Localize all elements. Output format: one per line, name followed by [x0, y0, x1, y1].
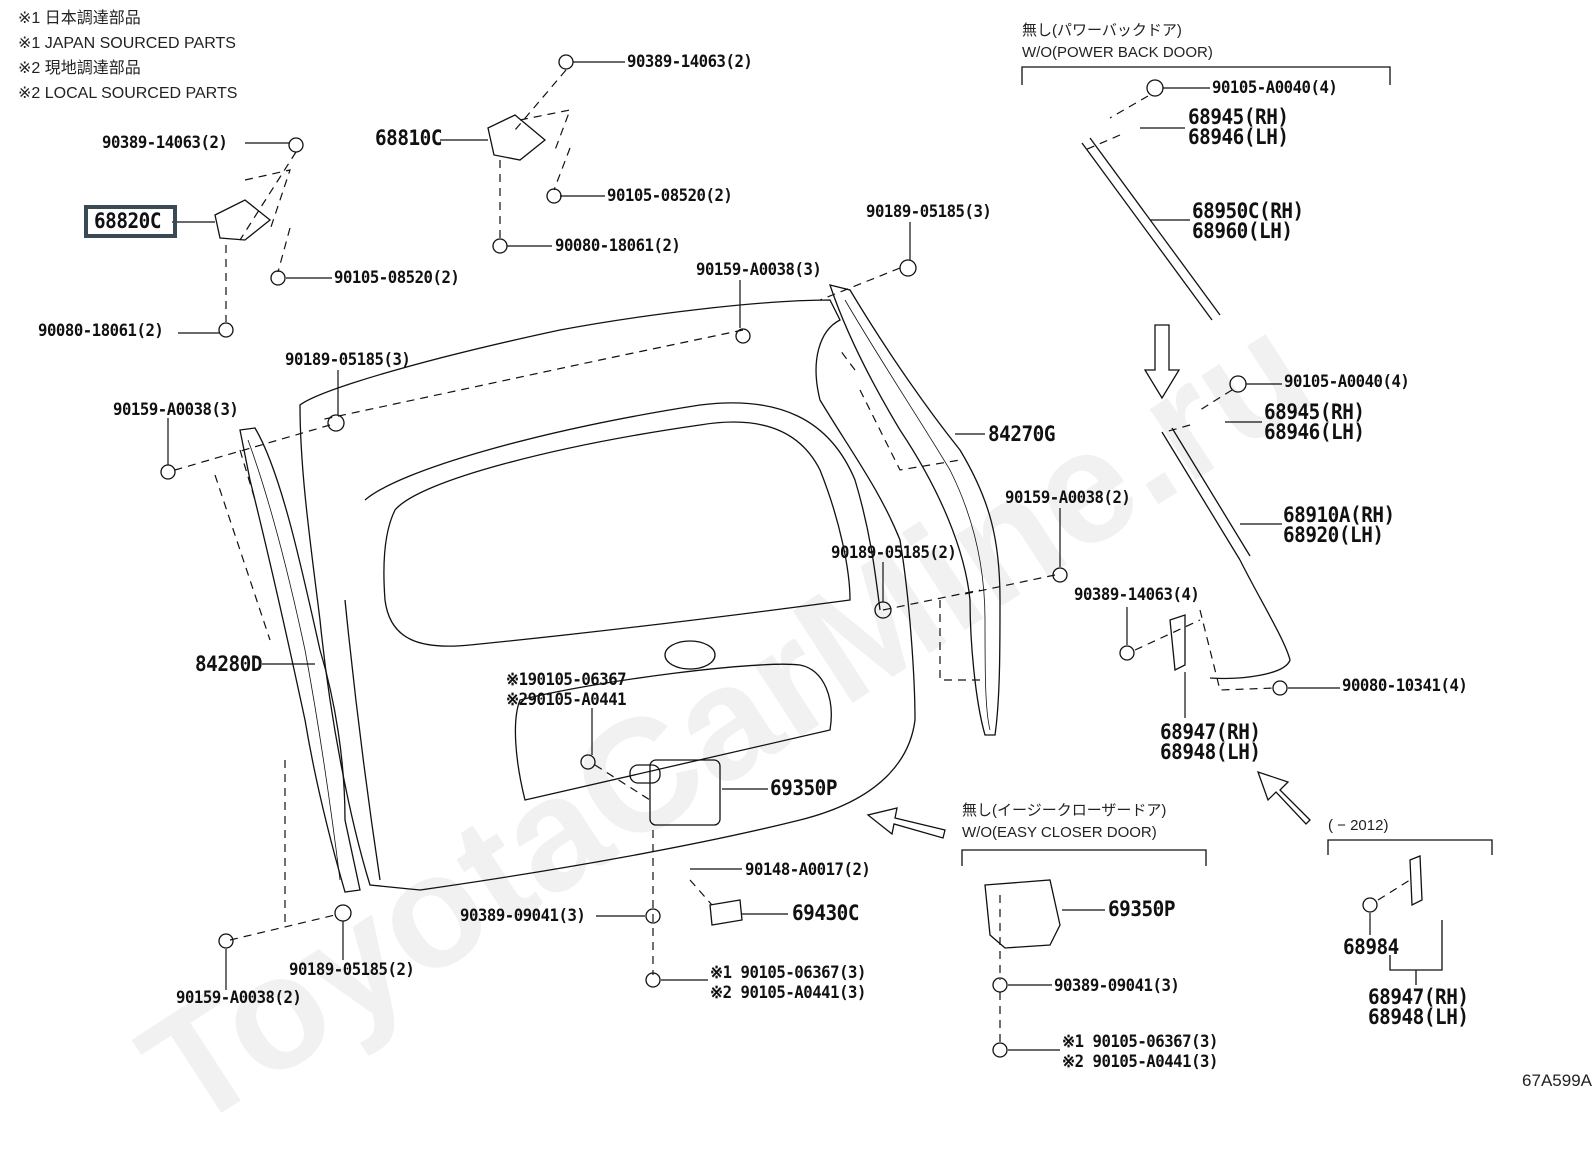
part-label[interactable]: 68946(LH) [1188, 125, 1289, 149]
part-label[interactable]: 90105-A0040(4) [1212, 78, 1338, 98]
part-label[interactable]: 90159-A0038(3) [696, 260, 822, 280]
notes-block: ※1 日本調達部品 ※1 JAPAN SOURCED PARTS ※2 現地調達… [18, 6, 237, 106]
note-line: ※1 JAPAN SOURCED PARTS [18, 35, 236, 52]
part-label[interactable]: 68948(LH) [1160, 740, 1261, 764]
part-label[interactable]: 90189-05185(3) [866, 202, 992, 222]
part-label[interactable]: 90159-A0038(3) [113, 400, 239, 420]
part-label[interactable]: 90389-14063(2) [627, 52, 753, 72]
bracket-power-back-door [1021, 66, 1391, 85]
condition-jp: 無し(イージークローザードア) [962, 802, 1167, 819]
part-label[interactable]: 90080-18061(2) [38, 321, 164, 341]
arrow-upleft [1256, 770, 1311, 825]
left-side-trim [239, 427, 361, 893]
part-label[interactable]: 90189-05185(2) [289, 960, 415, 980]
part-label[interactable]: 68950C(RH) [1192, 199, 1304, 223]
part-label[interactable]: 69350P [770, 776, 838, 800]
part-label[interactable]: ※190105-06367 [506, 670, 627, 690]
part-label[interactable]: 90189-05185(3) [285, 350, 411, 370]
part-label[interactable]: 90389-14063(2) [102, 133, 228, 153]
part-label[interactable]: ※1 90105-06367(3) [710, 963, 866, 983]
back-door-outline [299, 299, 916, 891]
part-label[interactable]: 90389-09041(3) [1054, 976, 1180, 996]
part-label[interactable]: 68910A(RH) [1283, 503, 1395, 527]
badge-recess [664, 640, 716, 670]
part-label[interactable]: 68945(RH) [1264, 400, 1365, 424]
part-label[interactable]: 68947(RH) [1368, 985, 1469, 1009]
part-label[interactable]: 68920(LH) [1283, 523, 1384, 547]
hinge-68810c [487, 114, 547, 161]
glass-frame [364, 402, 881, 611]
part-label-group: 68950C(RH) 68960(LH) [1192, 199, 1304, 243]
part-label[interactable]: 68984 [1343, 935, 1399, 959]
part-label[interactable]: 90159-A0038(2) [1005, 488, 1131, 508]
part-label-group: 68947(RH) 68948(LH) [1368, 985, 1469, 1029]
part-label-group: 68947(RH) 68948(LH) [1160, 720, 1261, 764]
back-door-inner-edge [344, 599, 381, 881]
part-label[interactable]: ※2 90105-A0441(3) [710, 983, 866, 1003]
part-label[interactable]: 90080-18061(2) [555, 236, 681, 256]
part-label-highlighted[interactable]: 68820C [94, 209, 162, 233]
part-label[interactable]: ※1 90105-06367(3) [1062, 1032, 1218, 1052]
part-label[interactable]: 68810C [375, 126, 443, 150]
diagram-drawing [160, 54, 1493, 1058]
part-label[interactable]: 68960(LH) [1192, 219, 1293, 243]
note-line: ※2 現地調達部品 [18, 60, 141, 77]
part-label[interactable]: 90105-08520(2) [334, 268, 460, 288]
note-line: ※1 日本調達部品 [18, 10, 141, 27]
part-label[interactable]: 69350P [1108, 897, 1176, 921]
parts-diagram: ToyotaCarMine.ru [18, 6, 1592, 1162]
condition-en: W/O(EASY CLOSER DOOR) [962, 824, 1157, 841]
part-label-group: ※1 90105-06367(3) ※2 90105-A0441(3) [1062, 1032, 1218, 1072]
right-side-trim [829, 284, 1001, 736]
part-label[interactable]: 90159-A0038(2) [176, 988, 302, 1008]
license-recess [514, 663, 832, 801]
part-label[interactable]: 90389-14063(4) [1074, 585, 1200, 605]
gas-strut-lower [1161, 427, 1251, 561]
part-label[interactable]: 90148-A0017(2) [745, 860, 871, 880]
condition-power-back-door: 無し(パワーバックドア) W/O(POWER BACK DOOR) [1022, 20, 1213, 64]
gas-strut-upper [1081, 137, 1221, 321]
condition-easy-closer-door: 無し(イージークローザードア) W/O(EASY CLOSER DOOR) [962, 800, 1166, 844]
highlighted-part-box[interactable]: 68820C [84, 205, 177, 238]
hinge-68820c [214, 199, 272, 241]
part-label-group: ※1 90105-06367(3) ※2 90105-A0441(3) [710, 963, 866, 1003]
arrow-left-lock [866, 807, 946, 839]
part-label[interactable]: 90189-05185(2) [831, 543, 957, 563]
part-label-group: ※190105-06367 ※290105-A0441 [506, 670, 627, 710]
bracket-68947 [1169, 614, 1186, 672]
part-label[interactable]: 84280D [195, 652, 263, 676]
note-line: ※2 LOCAL SOURCED PARTS [18, 85, 238, 102]
plate-69430c [709, 899, 743, 926]
drawing-code: 67A599A [1522, 1071, 1592, 1090]
part-label-group: 68945(RH) 68946(LH) [1264, 400, 1365, 444]
rear-glass [383, 421, 851, 647]
part-label[interactable]: 68948(LH) [1368, 1005, 1469, 1029]
part-label[interactable]: 68946(LH) [1264, 420, 1365, 444]
part-label[interactable]: 90389-09041(3) [460, 906, 586, 926]
part-label[interactable]: 69430C [792, 901, 860, 925]
lock-assembly [649, 759, 721, 826]
part-label[interactable]: 84270G [988, 422, 1056, 446]
arrow-down [1143, 324, 1181, 400]
part-label-group: 68945(RH) 68946(LH) [1188, 105, 1289, 149]
bracket-year [1327, 839, 1493, 855]
condition-en: W/O(POWER BACK DOOR) [1022, 44, 1213, 61]
part-label[interactable]: 68947(RH) [1160, 720, 1261, 744]
part-label[interactable]: ※290105-A0441 [506, 690, 627, 710]
part-label[interactable]: 90105-A0040(4) [1284, 372, 1410, 392]
bracket-easy-closer [961, 849, 1207, 866]
part-label[interactable]: 90105-08520(2) [607, 186, 733, 206]
condition-jp: 無し(パワーバックドア) [1022, 22, 1182, 39]
condition-year-range: ( − 2012) [1328, 817, 1389, 834]
part-label[interactable]: 90080-10341(4) [1342, 676, 1468, 696]
part-label-group: 68910A(RH) 68920(LH) [1283, 503, 1395, 547]
bracket-68947-br [1409, 855, 1423, 907]
part-label[interactable]: ※2 90105-A0441(3) [1062, 1052, 1218, 1072]
lock-assembly-alt [984, 879, 1061, 949]
part-label[interactable]: 68945(RH) [1188, 105, 1289, 129]
